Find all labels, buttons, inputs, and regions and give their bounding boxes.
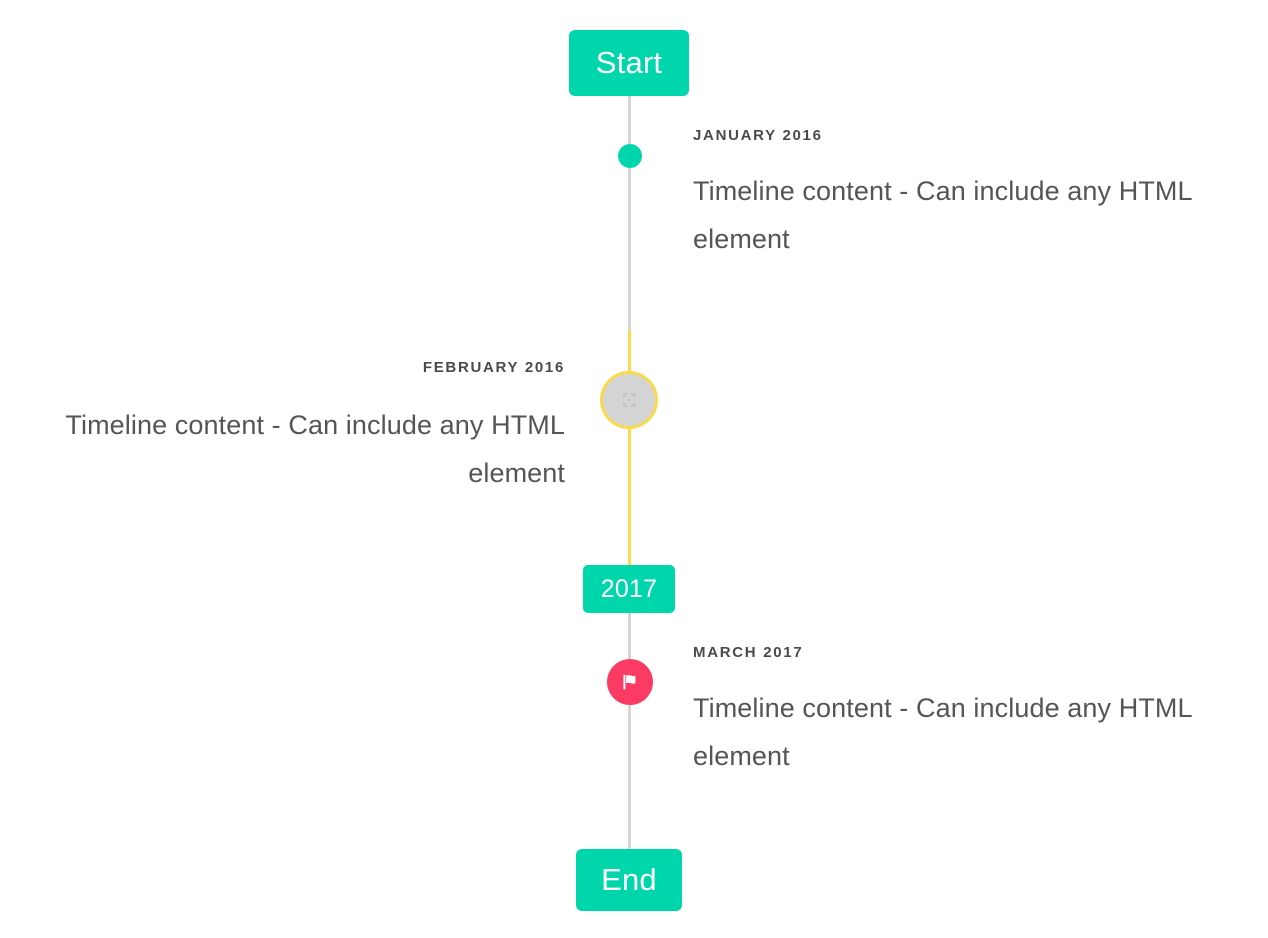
flag-glyph — [623, 674, 636, 690]
broken-image-icon[interactable] — [600, 371, 658, 429]
timeline-item-date: JANUARY 2016 — [693, 127, 823, 144]
timeline-end-badge[interactable]: End — [576, 849, 682, 911]
timeline-start-badge[interactable]: Start — [569, 30, 689, 96]
timeline-start-badge-label: Start — [595, 45, 663, 80]
dot-icon[interactable] — [618, 144, 642, 168]
timeline-item-date: FEBRUARY 2016 — [422, 359, 565, 376]
timeline-spine-segment-upper — [628, 96, 631, 332]
broken-image-glyph — [623, 393, 635, 407]
timeline-item-body: Timeline content - Can include any HTML … — [693, 175, 1192, 254]
timeline-item-content-march: MARCH 2017 Timeline content - Can includ… — [693, 644, 1233, 780]
timeline-spine-segment-lower — [628, 611, 631, 853]
timeline-item-body: Timeline content - Can include any HTML … — [693, 692, 1192, 771]
timeline-end-badge-label: End — [601, 862, 657, 897]
flag-icon[interactable] — [607, 659, 653, 705]
timeline-item-content-january: JANUARY 2016 Timeline content - Can incl… — [693, 127, 1233, 263]
timeline-year-badge[interactable]: 2017 — [583, 565, 675, 613]
timeline-item-body: Timeline content - Can include any HTML … — [65, 409, 565, 488]
timeline-item-content-february: FEBRUARY 2016 Timeline content - Can inc… — [38, 359, 565, 497]
timeline-spine-segment-highlight — [628, 330, 631, 570]
timeline-item-date: MARCH 2017 — [693, 644, 804, 661]
timeline-year-badge-label: 2017 — [600, 574, 658, 603]
